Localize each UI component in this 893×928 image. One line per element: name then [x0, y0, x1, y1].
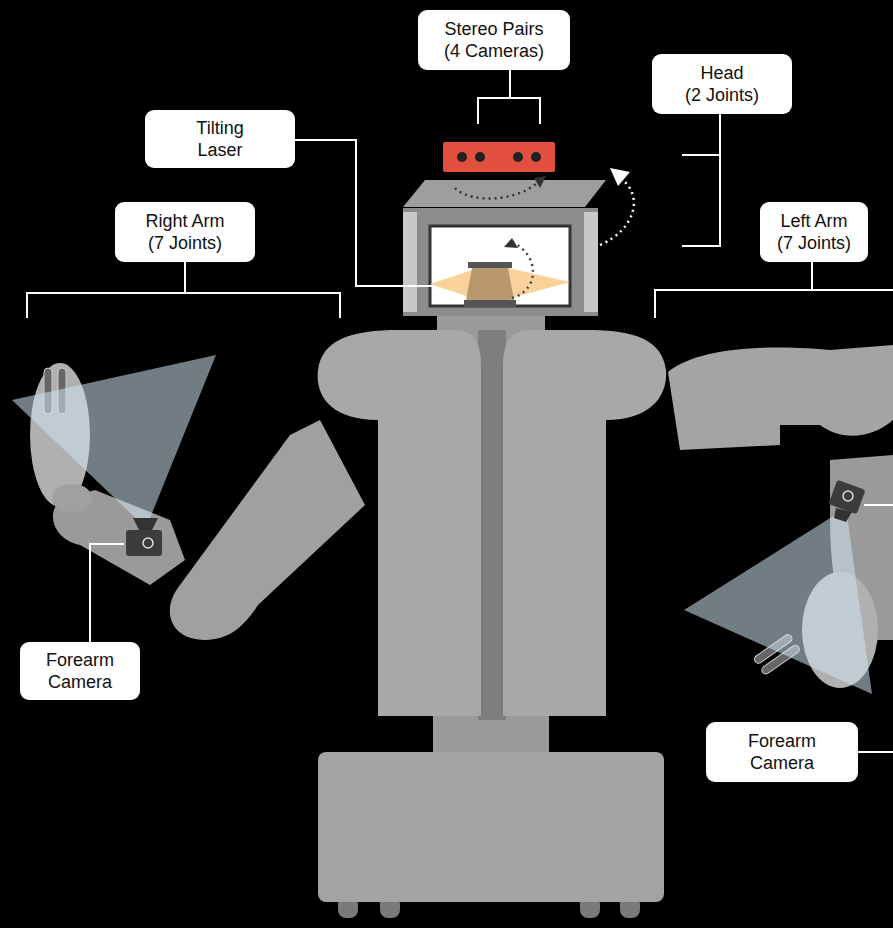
callout-box: Right Arm (7 Joints) — [115, 202, 255, 262]
callout-label: Head (2 Joints) — [685, 62, 759, 106]
callout-box: Head (2 Joints) — [652, 54, 792, 114]
callout-label: Stereo Pairs (4 Cameras) — [444, 18, 544, 62]
callout-box: Left Arm (7 Joints) — [760, 202, 868, 262]
callout-label: Forearm Camera — [748, 730, 816, 774]
callout-label: Tilting Laser — [196, 117, 243, 161]
callout-box: Tilting Laser — [145, 110, 295, 168]
callout-label: Left Arm (7 Joints) — [777, 210, 851, 254]
callout-label: Forearm Camera — [46, 649, 114, 693]
callout-box: Forearm Camera — [20, 642, 140, 700]
callout-box: Stereo Pairs (4 Cameras) — [418, 10, 570, 70]
callout-box: Forearm Camera — [706, 722, 858, 782]
callout-label: Right Arm (7 Joints) — [145, 210, 224, 254]
